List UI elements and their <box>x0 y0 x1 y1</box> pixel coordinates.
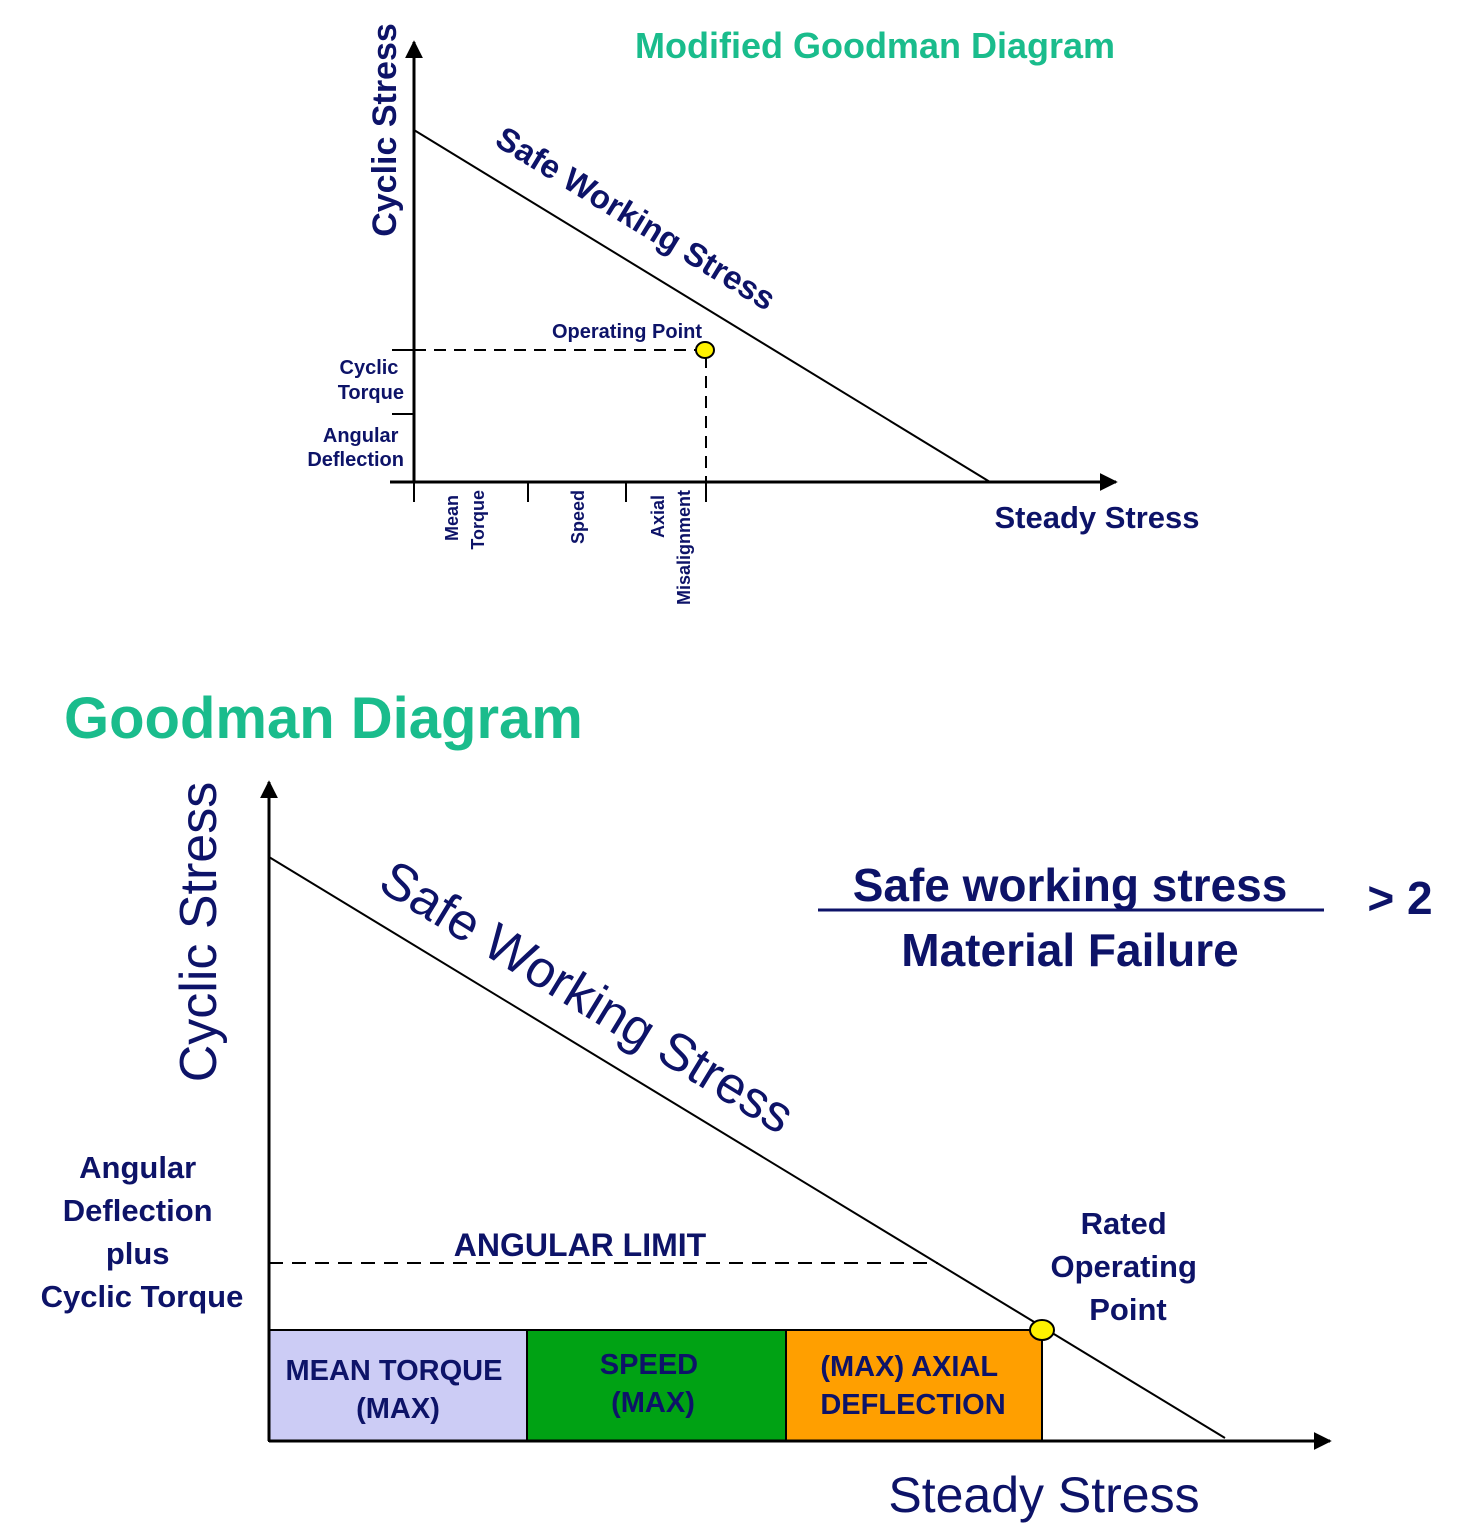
ratio-denominator: Material Failure <box>901 924 1238 976</box>
top-operating-point-label: Operating Point <box>552 321 702 343</box>
angular-limit-label: ANGULAR LIMIT <box>454 1227 707 1263</box>
top-y-segment-angular-deflection: Angular Deflection <box>307 425 404 471</box>
bottom-safe-working-stress-label: Safe Working Stress <box>370 850 804 1146</box>
top-y-segment-cyclic-torque: Cyclic Torque <box>338 357 404 404</box>
bottom-y-axis-label: Cyclic Stress <box>170 782 228 1082</box>
top-x-segment-speed: Speed <box>568 490 588 544</box>
rated-operating-point-marker <box>1029 1319 1055 1341</box>
top-y-axis-label: Cyclic Stress <box>366 23 404 237</box>
bottom-title: Goodman Diagram <box>64 686 583 751</box>
bottom-x-axis-label: Steady Stress <box>888 1467 1199 1523</box>
bottom-safe-working-stress-line <box>268 856 1226 1439</box>
top-safe-working-stress-line <box>413 129 991 483</box>
goodman-diagram: Goodman Diagram MEAN TORQUE (MAX) SPEED … <box>41 686 1433 1523</box>
rated-operating-point-label: Rated Operating Point <box>1050 1206 1205 1327</box>
modified-goodman-diagram: Modified Goodman Diagram Safe Working St… <box>307 23 1199 605</box>
box-axial-deflection-label: (MAX) AXIAL DEFLECTION <box>820 1351 1005 1421</box>
ratio-comparison: > 2 <box>1367 872 1432 924</box>
top-safe-working-stress-label: Safe Working Stress <box>490 119 783 317</box>
top-title: Modified Goodman Diagram <box>635 25 1115 66</box>
box-speed <box>526 1329 787 1442</box>
ratio-numerator: Safe working stress <box>853 859 1288 911</box>
box-axial-deflection <box>785 1329 1043 1442</box>
top-x-axis-label: Steady Stress <box>994 500 1199 535</box>
top-x-segment-axial-misalignment: Axial Misalignment <box>648 490 694 605</box>
bottom-left-label: Angular Deflection plus Cyclic Torque <box>41 1150 244 1314</box>
box-speed-label: SPEED (MAX) <box>600 1349 706 1419</box>
top-operating-point-marker <box>695 341 715 359</box>
top-x-segment-mean-torque: Mean Torque <box>442 490 488 550</box>
box-mean-torque-label: MEAN TORQUE (MAX) <box>285 1355 510 1425</box>
